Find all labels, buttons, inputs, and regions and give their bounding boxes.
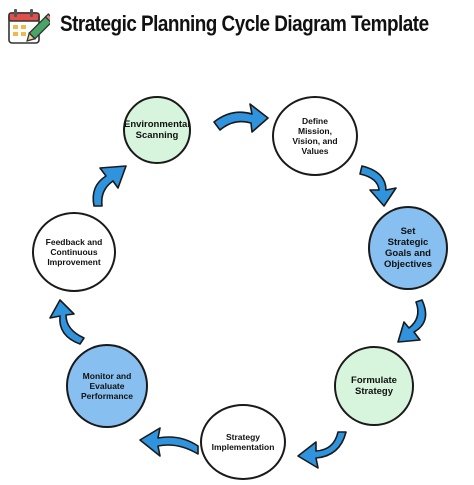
stage-label: Set Strategic Goals and Objectives <box>383 226 433 270</box>
stage-label: Define Mission, Vision, and Values <box>292 116 338 156</box>
stage-strategy-implementation: Strategy Implementation <box>200 404 286 480</box>
calendar-pencil-icon <box>8 9 50 44</box>
arrow-mission-to-goals <box>359 165 397 207</box>
stage-set-strategic-goals: Set Strategic Goals and Objectives <box>368 206 448 290</box>
stage-label: Strategy Implementation <box>211 432 275 452</box>
page-title: Strategic Planning Cycle Diagram Templat… <box>60 11 429 36</box>
stage-label: Environmental Scanning <box>124 119 190 141</box>
stage-define-mission: Define Mission, Vision, and Values <box>272 96 358 176</box>
stage-label: Feedback and Continuous Improvement <box>45 237 103 267</box>
arrow-strategy-to-implementation <box>297 431 347 469</box>
arrow-implementation-to-monitor <box>139 427 199 457</box>
arrow-scanning-to-mission <box>213 103 269 133</box>
arrow-monitor-to-feedback <box>49 299 85 345</box>
stage-label: Formulate Strategy <box>351 375 397 397</box>
stage-monitor-evaluate: Monitor and Evaluate Performance <box>66 344 148 428</box>
stage-environmental-scanning: Environmental Scanning <box>123 96 191 164</box>
stage-feedback-improvement: Feedback and Continuous Improvement <box>32 212 116 292</box>
arrow-feedback-to-scanning <box>92 165 127 207</box>
stage-formulate-strategy: Formulate Strategy <box>334 346 414 426</box>
arrow-goals-to-strategy <box>397 299 427 343</box>
stage-label: Monitor and Evaluate Performance <box>81 371 133 401</box>
header: Strategic Planning Cycle Diagram Templat… <box>0 0 474 48</box>
